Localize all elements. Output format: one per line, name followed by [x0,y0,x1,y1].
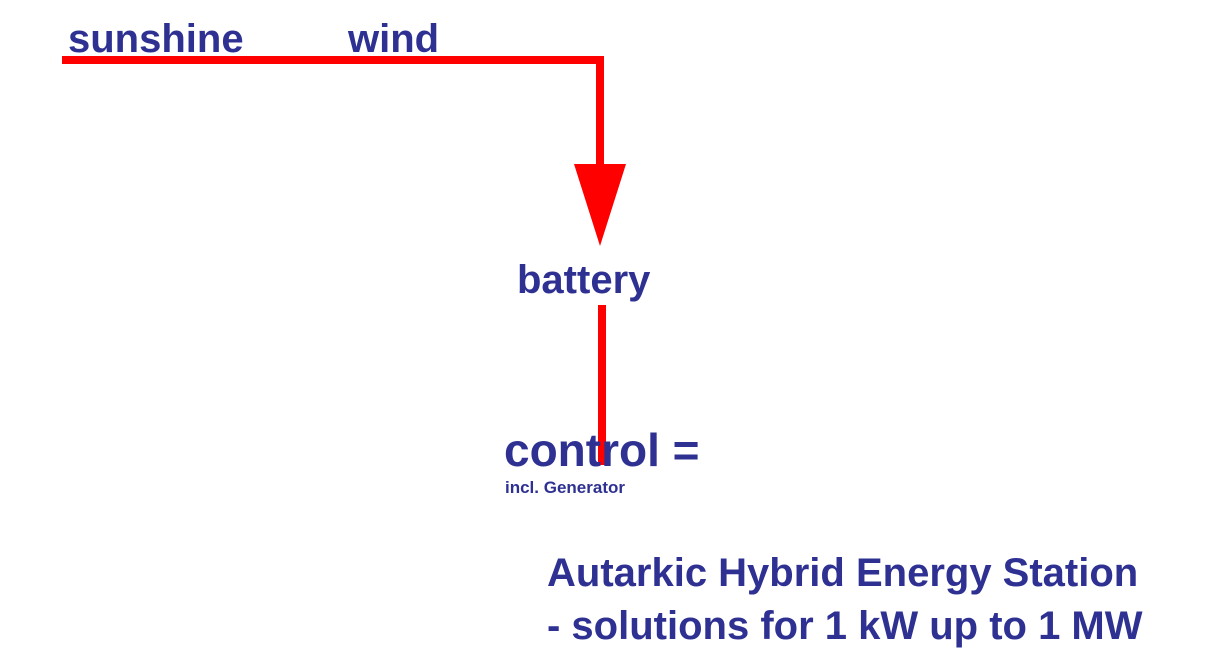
wind-label: wind [348,17,440,61]
sunshine-label: sunshine [68,17,244,61]
arrow-head-icon [574,164,626,246]
station-title-line-1: Autarkic Hybrid Energy Station [547,551,1139,595]
control-note-label: incl. Generator [505,478,625,497]
battery-label: battery [517,258,651,302]
control-label: control = [504,424,700,476]
source-to-battery-line [62,56,604,168]
station-title-line-2: - solutions for 1 kW up to 1 MW [547,604,1143,648]
